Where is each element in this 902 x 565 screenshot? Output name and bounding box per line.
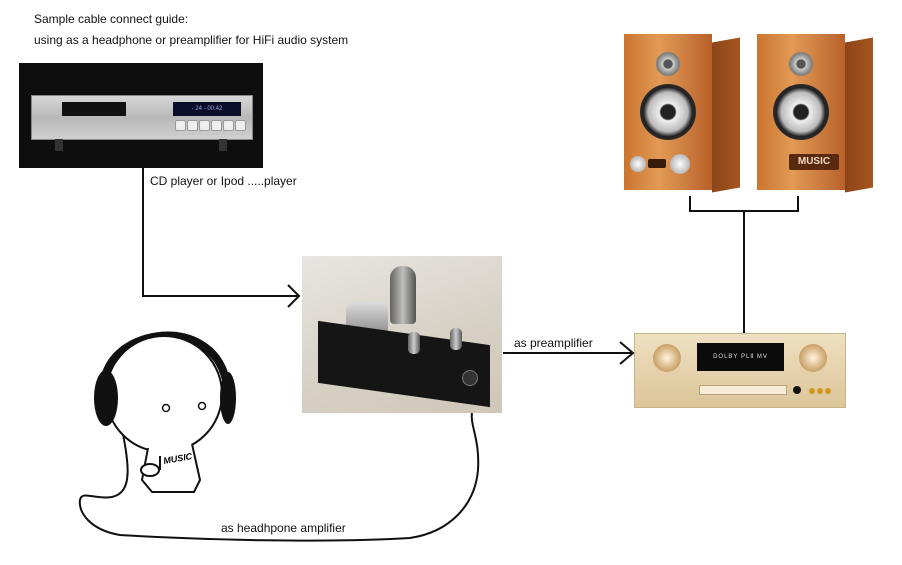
character-head (105, 335, 223, 453)
speaker-tweeter (656, 52, 680, 76)
arrow-head-amp (287, 284, 301, 308)
speaker-left-image (624, 34, 740, 193)
amp-small-tube (408, 332, 420, 354)
av-receiver-image: DOLBY PLⅡ MV (634, 333, 846, 408)
cd-foot (55, 139, 63, 151)
wire-source-to-amp (142, 168, 298, 297)
headphone-character-image: MUSIC (94, 331, 236, 493)
cd-button (235, 120, 246, 131)
cd-button (199, 120, 210, 131)
amp-power-tube (390, 266, 416, 324)
amp-volume-knob (462, 370, 478, 386)
receiver-rca-jack (809, 388, 815, 394)
label-as-preamplifier: as preamplifier (514, 336, 593, 350)
label-as-headphone-amplifier: as headhpone amplifier (221, 521, 346, 535)
speaker-woofer (773, 84, 829, 140)
character-hand (140, 463, 160, 477)
left-earcup (94, 370, 118, 426)
cd-button (175, 120, 186, 131)
speaker-right-image: MUSIC (757, 34, 873, 193)
arrow-head-receiver (619, 341, 635, 365)
cd-button (223, 120, 234, 131)
receiver-rca-jack (825, 388, 831, 394)
speaker-jacks (648, 159, 666, 168)
speaker-tweeter (789, 52, 813, 76)
cd-button (211, 120, 222, 131)
receiver-headphone-jack (793, 386, 801, 394)
right-eye (197, 401, 207, 411)
wire-speakers-bracket (689, 196, 799, 212)
guide-title: Sample cable connect guide: (34, 12, 189, 26)
wire-headphone-cable (78, 412, 480, 542)
speaker-knob (630, 156, 646, 172)
amp-small-tube (450, 328, 462, 350)
right-earcup (220, 372, 236, 424)
speaker-woofer (640, 84, 696, 140)
cd-button (187, 120, 198, 131)
speaker-music-badge: MUSIC (789, 154, 839, 170)
receiver-knob (653, 344, 681, 372)
cd-foot (219, 139, 227, 151)
cd-player-faceplate: - 24 - 00:42 (31, 95, 253, 140)
cd-player-image: - 24 - 00:42 (19, 63, 263, 168)
receiver-knob (799, 344, 827, 372)
cd-display: - 24 - 00:42 (173, 102, 241, 116)
speaker-knob (670, 154, 690, 174)
label-source-to-amp: CD player or Ipod .....player (150, 174, 297, 188)
guide-subtitle: using as a headphone or preamplifier for… (34, 33, 349, 47)
cd-tray (62, 102, 126, 116)
receiver-button-row (699, 385, 787, 395)
receiver-rca-jack (817, 388, 823, 394)
tube-amplifier-image (302, 256, 502, 413)
receiver-display: DOLBY PLⅡ MV (697, 343, 784, 371)
left-eye (161, 403, 171, 413)
